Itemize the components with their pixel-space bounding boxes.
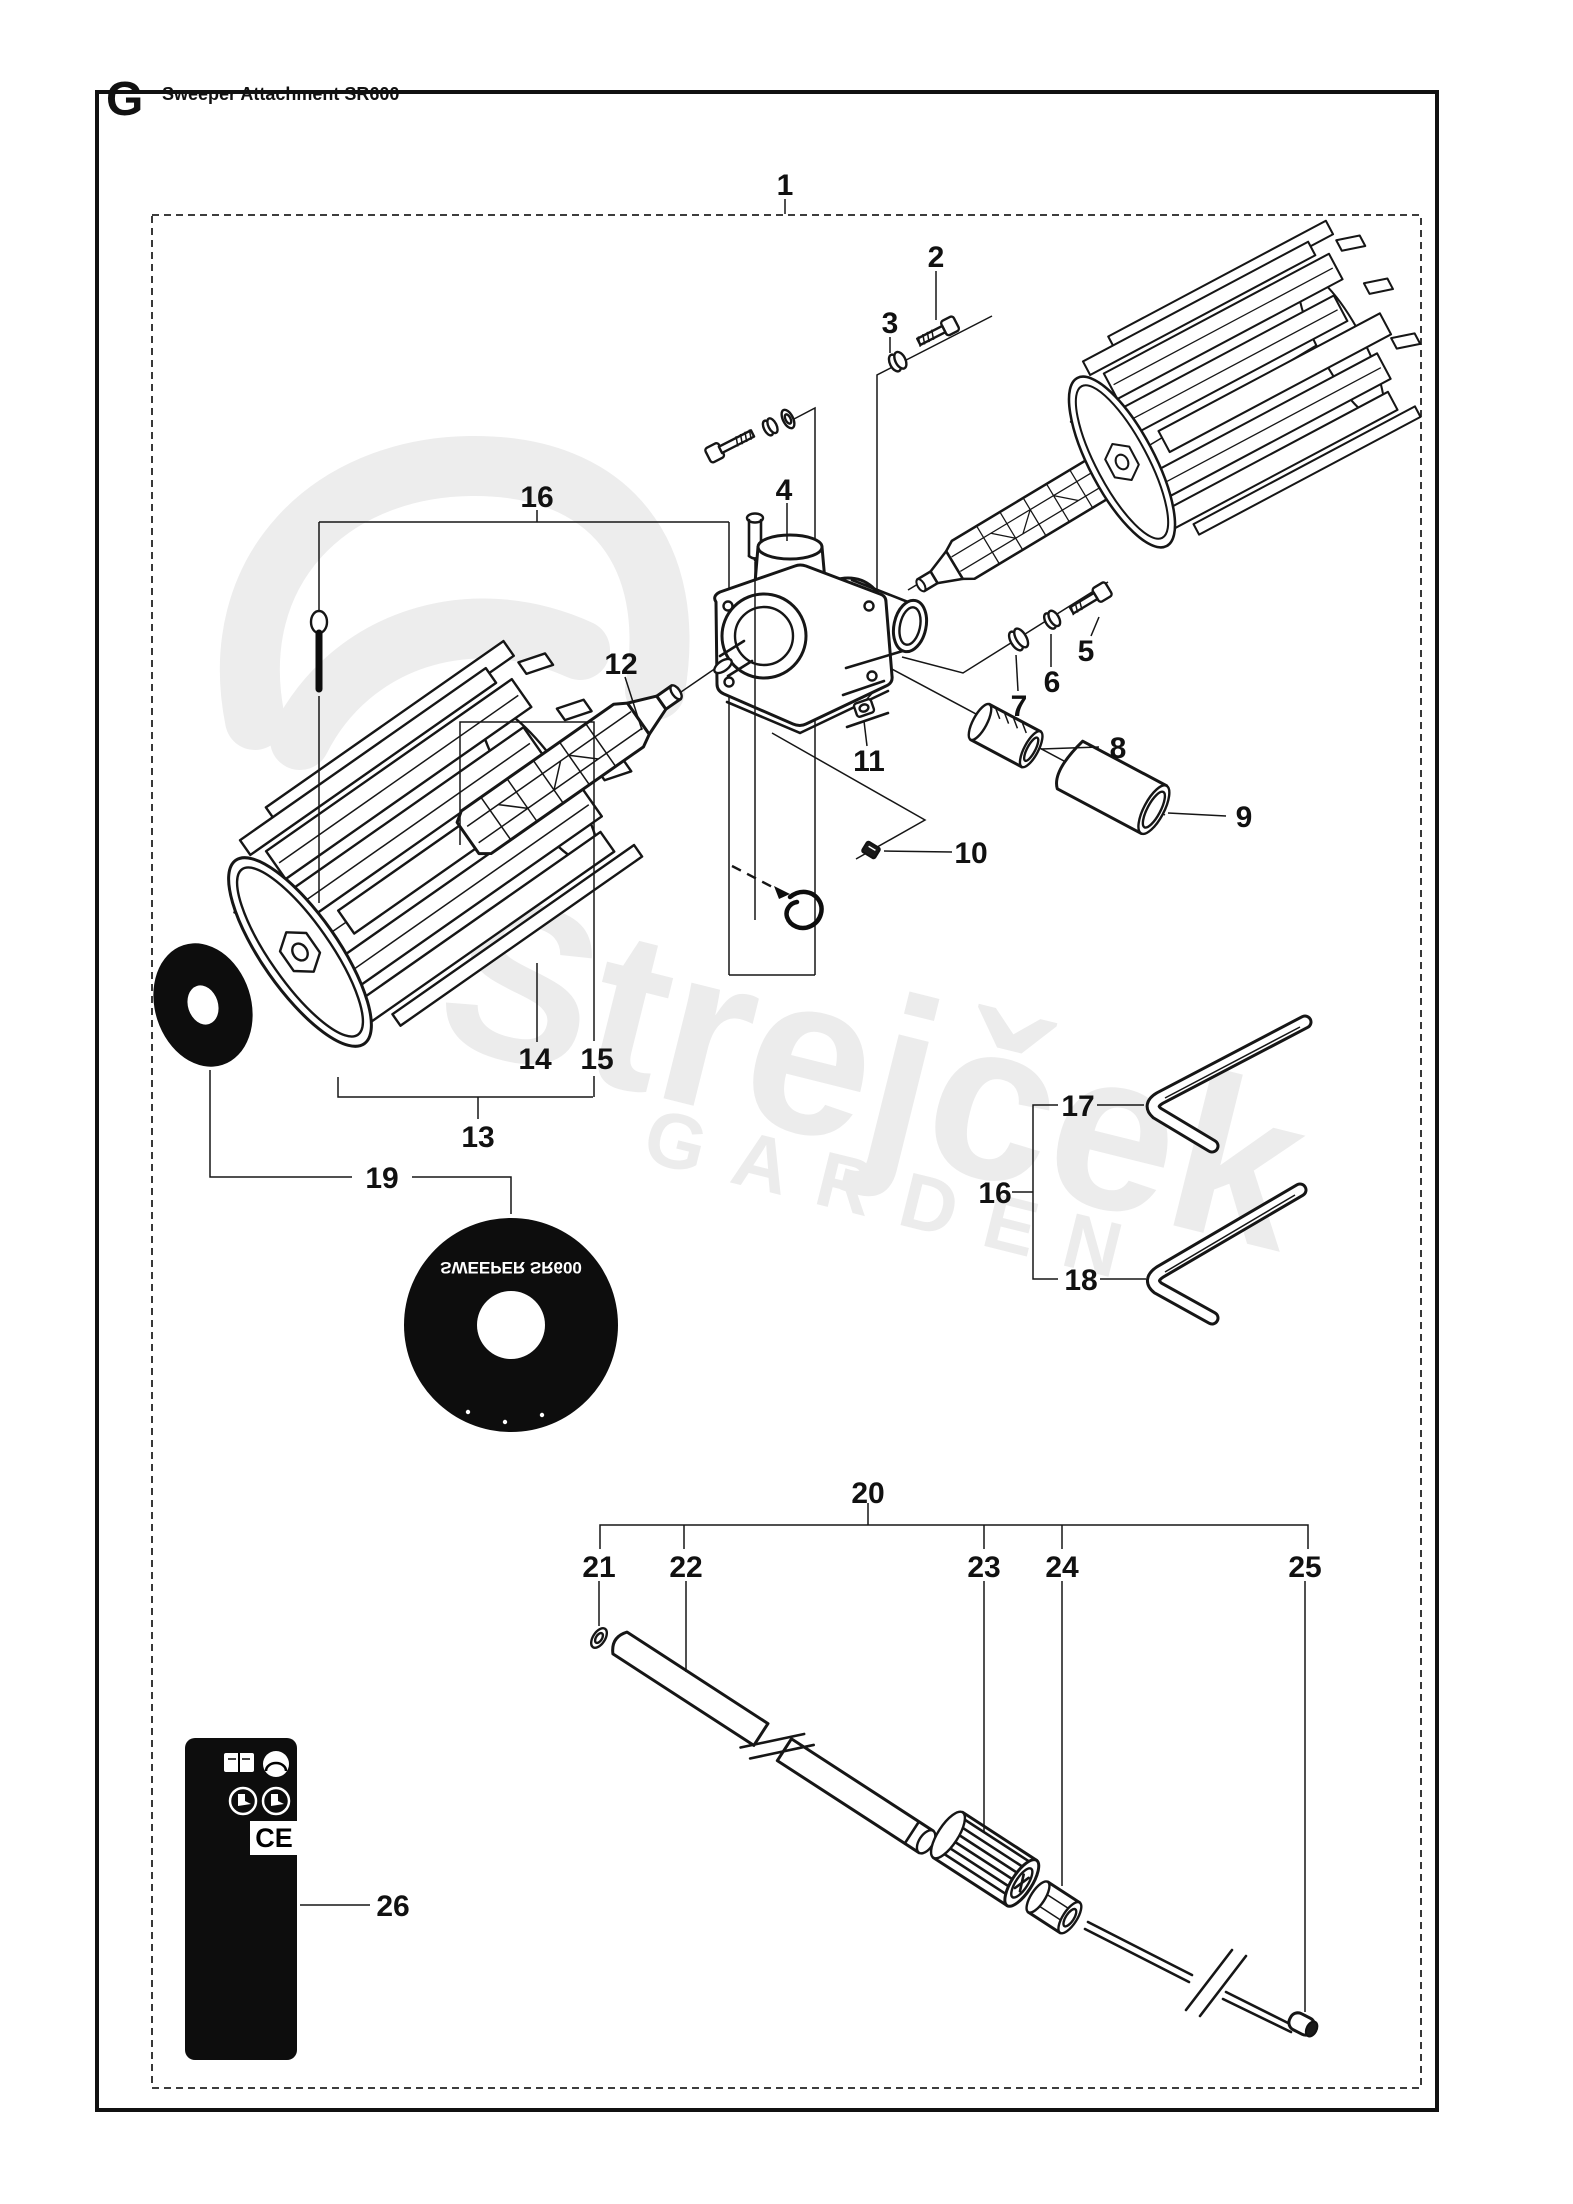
washer-7 bbox=[1007, 627, 1030, 652]
part-callout-16: 16 bbox=[520, 481, 553, 514]
screw-10 bbox=[861, 840, 881, 860]
friction-disc bbox=[153, 943, 253, 1067]
section-letter: G bbox=[106, 73, 144, 126]
sleeve-9 bbox=[1055, 739, 1171, 836]
part-callout-14: 14 bbox=[518, 1043, 552, 1076]
part-callout-16: 16 bbox=[978, 1177, 1011, 1210]
part-callout-1: 1 bbox=[777, 169, 794, 202]
gearbox-screw-set bbox=[704, 408, 796, 464]
bolt-5 bbox=[1068, 581, 1113, 616]
cd-disc: SWEEPER SR600 bbox=[404, 1218, 618, 1432]
part-callout-6: 6 bbox=[1044, 666, 1061, 699]
protective-boots-icon-2 bbox=[261, 1786, 291, 1816]
part-callout-13: 13 bbox=[461, 1121, 494, 1154]
gearbox-output-shaft bbox=[713, 639, 754, 678]
nut-24 bbox=[1025, 1880, 1083, 1935]
bolt-2 bbox=[916, 315, 961, 347]
part-callout-17: 17 bbox=[1061, 1090, 1094, 1123]
ce-mark-plate bbox=[250, 1821, 297, 1855]
washer-large bbox=[780, 408, 796, 430]
gearbox bbox=[713, 533, 929, 735]
hex-key-18 bbox=[1146, 1182, 1308, 1326]
part-callout-26: 26 bbox=[376, 1890, 409, 1923]
hex-key-17 bbox=[1145, 1014, 1313, 1154]
part-callout-12: 12 bbox=[604, 648, 637, 681]
manual-book-icon bbox=[224, 1753, 254, 1772]
right-blade-shaft bbox=[905, 453, 1119, 608]
part-callout-2: 2 bbox=[928, 241, 945, 274]
watermark-logo bbox=[220, 435, 690, 750]
outer-border bbox=[95, 90, 1439, 2112]
warning-sticker: CE bbox=[185, 1738, 297, 2060]
part-callout-3: 3 bbox=[882, 307, 899, 340]
ear-protection-icon bbox=[263, 1751, 289, 1777]
part-callout-7: 7 bbox=[1011, 690, 1028, 723]
wire-hook bbox=[731, 864, 824, 931]
part-callout-20: 20 bbox=[851, 1477, 884, 1510]
gearbox-clamp bbox=[844, 578, 929, 670]
part-callout-25: 25 bbox=[1288, 1551, 1321, 1584]
cotter-pin bbox=[309, 609, 329, 693]
drive-tube-22 bbox=[611, 1630, 937, 1855]
part-callout-19: 19 bbox=[365, 1162, 398, 1195]
part-callout-23: 23 bbox=[967, 1551, 1000, 1584]
nut-11 bbox=[841, 679, 890, 729]
leader-lines bbox=[209, 199, 1309, 2012]
part-callout-24: 24 bbox=[1045, 1551, 1079, 1584]
part-callout-5: 5 bbox=[1078, 635, 1095, 668]
part-callout-9: 9 bbox=[1236, 801, 1253, 834]
coupler-8 bbox=[967, 702, 1044, 769]
washer-small bbox=[761, 417, 779, 437]
part-callout-18: 18 bbox=[1064, 1264, 1097, 1297]
part-callout-10: 10 bbox=[954, 837, 987, 870]
right-brush-drum bbox=[1037, 206, 1454, 567]
part-callout-4: 4 bbox=[776, 474, 793, 507]
protective-boots-icon bbox=[228, 1786, 258, 1816]
cd-label: SWEEPER SR600 bbox=[440, 1258, 582, 1277]
clutch-coupler-23 bbox=[929, 1810, 1041, 1908]
ce-mark-label: CE bbox=[255, 1823, 293, 1853]
part-callout-22: 22 bbox=[669, 1551, 702, 1584]
page-title: Sweeper Attachment SR600 bbox=[162, 84, 400, 104]
part-callout-15: 15 bbox=[580, 1043, 613, 1076]
washer-6 bbox=[1042, 609, 1062, 630]
flex-shaft-25 bbox=[1083, 1920, 1319, 2038]
washer-21 bbox=[589, 1627, 609, 1649]
washer-3 bbox=[887, 350, 908, 373]
part-callout-11: 11 bbox=[853, 745, 885, 778]
part-callout-8: 8 bbox=[1110, 732, 1127, 765]
part-callout-21: 21 bbox=[582, 1551, 615, 1584]
